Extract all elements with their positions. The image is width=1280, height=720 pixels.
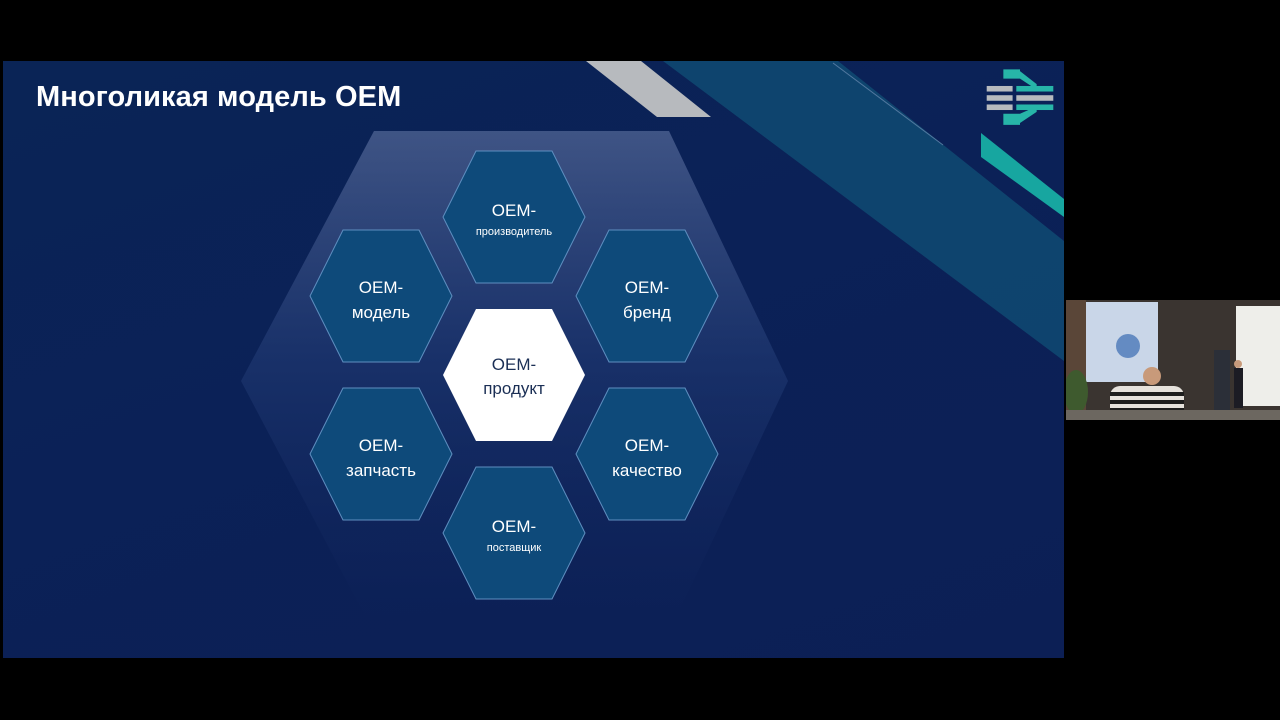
hex-label-top-line1: OEM- [492,201,536,220]
hex-label-lower-left-line1: OEM- [359,436,403,455]
hex-label-center-line1: OEM- [492,355,536,374]
blue-diagonal-band [663,61,1064,361]
teal-accent-stripe [981,133,1064,217]
company-logo-icon [986,69,1054,125]
oem-hexagon-diagram: OEM-производительOEM-брендOEM-качествоOE… [309,150,719,600]
hex-label-lower-right-line1: OEM- [625,436,669,455]
hex-label-upper-right-line2: бренд [623,303,671,322]
hex-node-bottom [442,466,586,600]
hex-label-upper-right-line1: OEM- [625,278,669,297]
gray-stripe [586,61,711,117]
hex-node-top [442,150,586,284]
hex-node-lower-right [575,387,719,521]
hex-node-lower-left [309,387,453,521]
hex-label-bottom-line2: поставщик [487,542,542,554]
hex-node-upper-right [575,229,719,363]
hex-label-upper-left-line2: модель [352,303,410,322]
hex-label-bottom-line1: OEM- [492,517,536,536]
hex-label-upper-left-line1: OEM- [359,278,403,297]
webcam-feed [1066,300,1280,420]
slide-title: Многоликая модель OEM [36,81,402,113]
hex-label-center-line2: продукт [483,379,545,398]
hex-label-lower-left-line2: запчасть [346,461,416,480]
webcam-feed-icon [1066,300,1280,420]
hex-node-center [443,309,585,441]
hex-node-upper-left [309,229,453,363]
thin-diagonal-line [832,62,944,146]
hex-label-top-line2: производитель [476,226,553,238]
hex-label-lower-right-line2: качество [612,461,682,480]
